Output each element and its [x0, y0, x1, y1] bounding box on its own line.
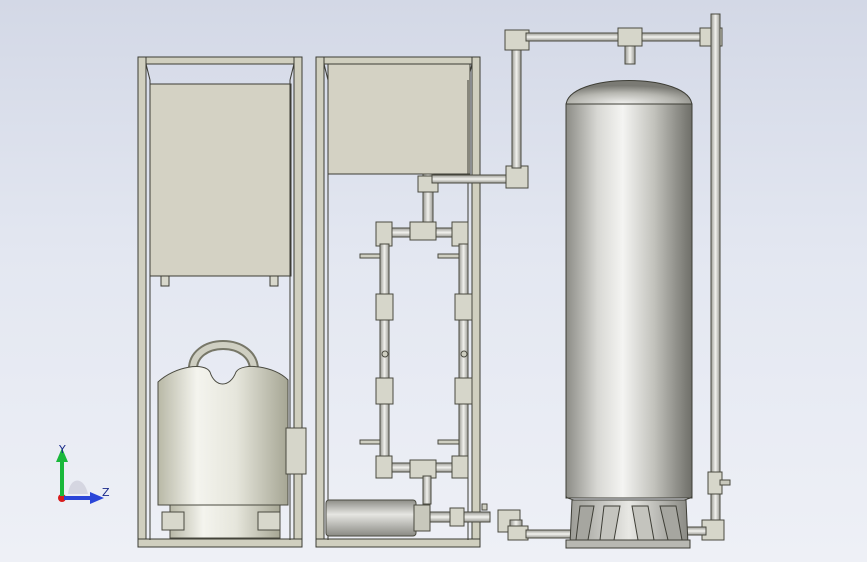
frame-middle[interactable]: [315, 56, 481, 548]
z-axis-arrow-icon: [90, 492, 104, 504]
softener-vessel[interactable]: [157, 340, 307, 539]
z-axis-label: Z: [102, 486, 110, 499]
coordinate-triad: [50, 440, 120, 510]
pressure-vessel[interactable]: [565, 80, 693, 549]
y-axis-label: Y: [59, 443, 66, 456]
booster-pump[interactable]: [325, 499, 491, 537]
filter-loop[interactable]: [359, 173, 473, 505]
frame-left[interactable]: [137, 56, 303, 548]
y-axis-arrow-icon: [56, 448, 68, 462]
piping[interactable]: [431, 13, 731, 541]
